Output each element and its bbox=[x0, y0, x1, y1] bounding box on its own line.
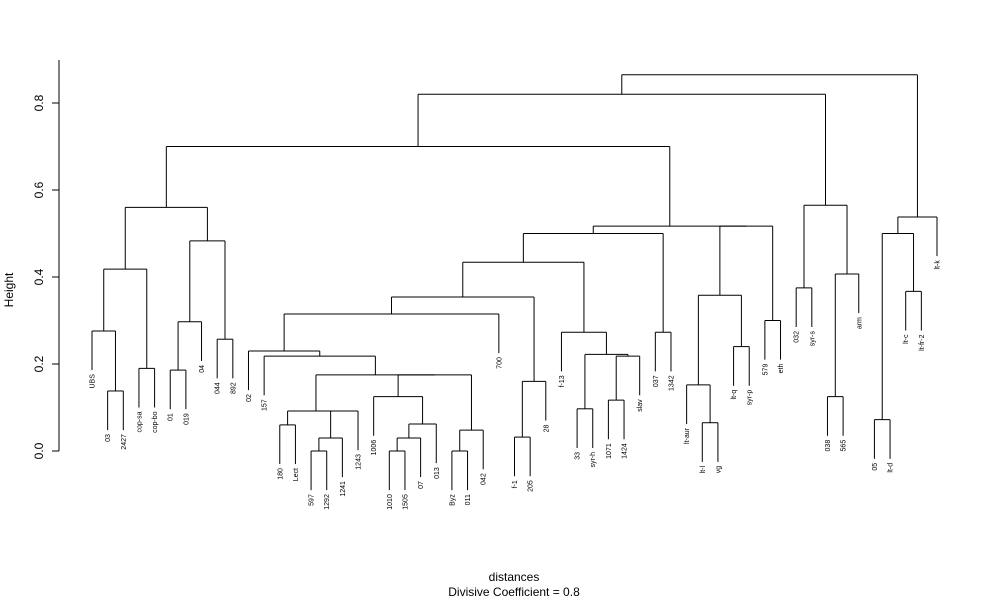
leaf-label: syr-p bbox=[747, 390, 754, 406]
leaf-label: cop-bo bbox=[152, 411, 159, 433]
leaf-label: 565 bbox=[841, 440, 848, 452]
leaf-label: vg bbox=[715, 466, 722, 474]
leaf-label: 02 bbox=[246, 394, 253, 402]
y-tick-label: 0.6 bbox=[32, 181, 46, 198]
leaf-label: 1505 bbox=[402, 494, 409, 510]
leaf-label: lt-k bbox=[935, 260, 942, 270]
leaf-label: 2427 bbox=[121, 434, 128, 450]
leaf-label: 1424 bbox=[622, 443, 629, 459]
leaf-label: 037 bbox=[653, 375, 660, 387]
leaf-label: 04 bbox=[199, 365, 206, 373]
leaf-label: lt-d bbox=[888, 463, 895, 473]
leaf-label: 205 bbox=[528, 480, 535, 492]
leaf-label: Lect bbox=[293, 468, 300, 481]
leaf-label: f-13 bbox=[559, 375, 566, 387]
leaf-label: 044 bbox=[215, 382, 222, 394]
y-axis-label: Height bbox=[2, 272, 16, 307]
leaf-label: 28 bbox=[543, 424, 550, 432]
leaf-label: lt-c bbox=[903, 334, 910, 344]
leaf-label: 011 bbox=[465, 494, 472, 505]
leaf-label: 1010 bbox=[387, 494, 394, 510]
leaf-label: 180 bbox=[277, 468, 284, 480]
dendrogram-tree bbox=[91, 74, 938, 491]
leaf-labels: UBS 03 2427 cop-sa cop-bo 01 019 04 044 892 02 157 1… bbox=[90, 260, 942, 510]
leaf-label: syr-s bbox=[809, 331, 816, 347]
leaf-label: 07 bbox=[418, 481, 425, 489]
leaf-label: 1241 bbox=[340, 481, 347, 497]
leaf-label: lt-aur bbox=[684, 427, 691, 444]
y-tick-label: 0.4 bbox=[32, 268, 46, 285]
leaf-label: 1292 bbox=[324, 494, 331, 510]
leaf-label: 1071 bbox=[606, 443, 613, 459]
leaf-label: lt-l bbox=[700, 465, 707, 473]
leaf-label: 33 bbox=[575, 452, 582, 460]
y-tick-label: 0.8 bbox=[32, 94, 46, 111]
leaf-label: f-1 bbox=[512, 480, 519, 488]
leaf-label: 1006 bbox=[371, 440, 378, 456]
leaf-label: 038 bbox=[825, 440, 832, 452]
leaf-label: lt-fr-2 bbox=[919, 334, 926, 350]
leaf-label: arm bbox=[856, 317, 863, 329]
leaf-label: syr-h bbox=[590, 452, 597, 468]
leaf-label: slav bbox=[637, 399, 644, 412]
x-axis-label: distances bbox=[489, 570, 540, 584]
leaf-label: 019 bbox=[183, 413, 190, 425]
leaf-label: 700 bbox=[496, 357, 503, 369]
leaf-label: 892 bbox=[230, 382, 237, 394]
leaf-label: 03 bbox=[105, 434, 112, 442]
leaf-label: 597 bbox=[309, 494, 316, 506]
leaf-label: 05 bbox=[872, 463, 879, 471]
leaf-label: 157 bbox=[262, 399, 269, 411]
leaf-label: 579 bbox=[762, 364, 769, 376]
y-axis: 0.0 0.2 0.4 0.6 0.8 bbox=[32, 60, 60, 459]
leaf-label: cop-sa bbox=[136, 411, 143, 432]
divisive-coefficient-subtitle: Divisive Coefficient = 0.8 bbox=[448, 585, 580, 599]
leaf-label: UBS bbox=[90, 374, 97, 389]
leaf-label: 01 bbox=[168, 413, 175, 421]
leaf-label: 042 bbox=[481, 473, 488, 485]
leaf-label: 1342 bbox=[668, 375, 675, 391]
y-tick-label: 0.0 bbox=[32, 442, 46, 459]
leaf-label: eth bbox=[778, 364, 785, 374]
leaf-label: Byz bbox=[449, 494, 456, 506]
leaf-label: lt-q bbox=[731, 390, 738, 400]
leaf-label: 1243 bbox=[356, 454, 363, 470]
leaf-label: 013 bbox=[434, 467, 441, 479]
leaf-label: 032 bbox=[794, 331, 801, 343]
y-tick-label: 0.2 bbox=[32, 355, 46, 372]
